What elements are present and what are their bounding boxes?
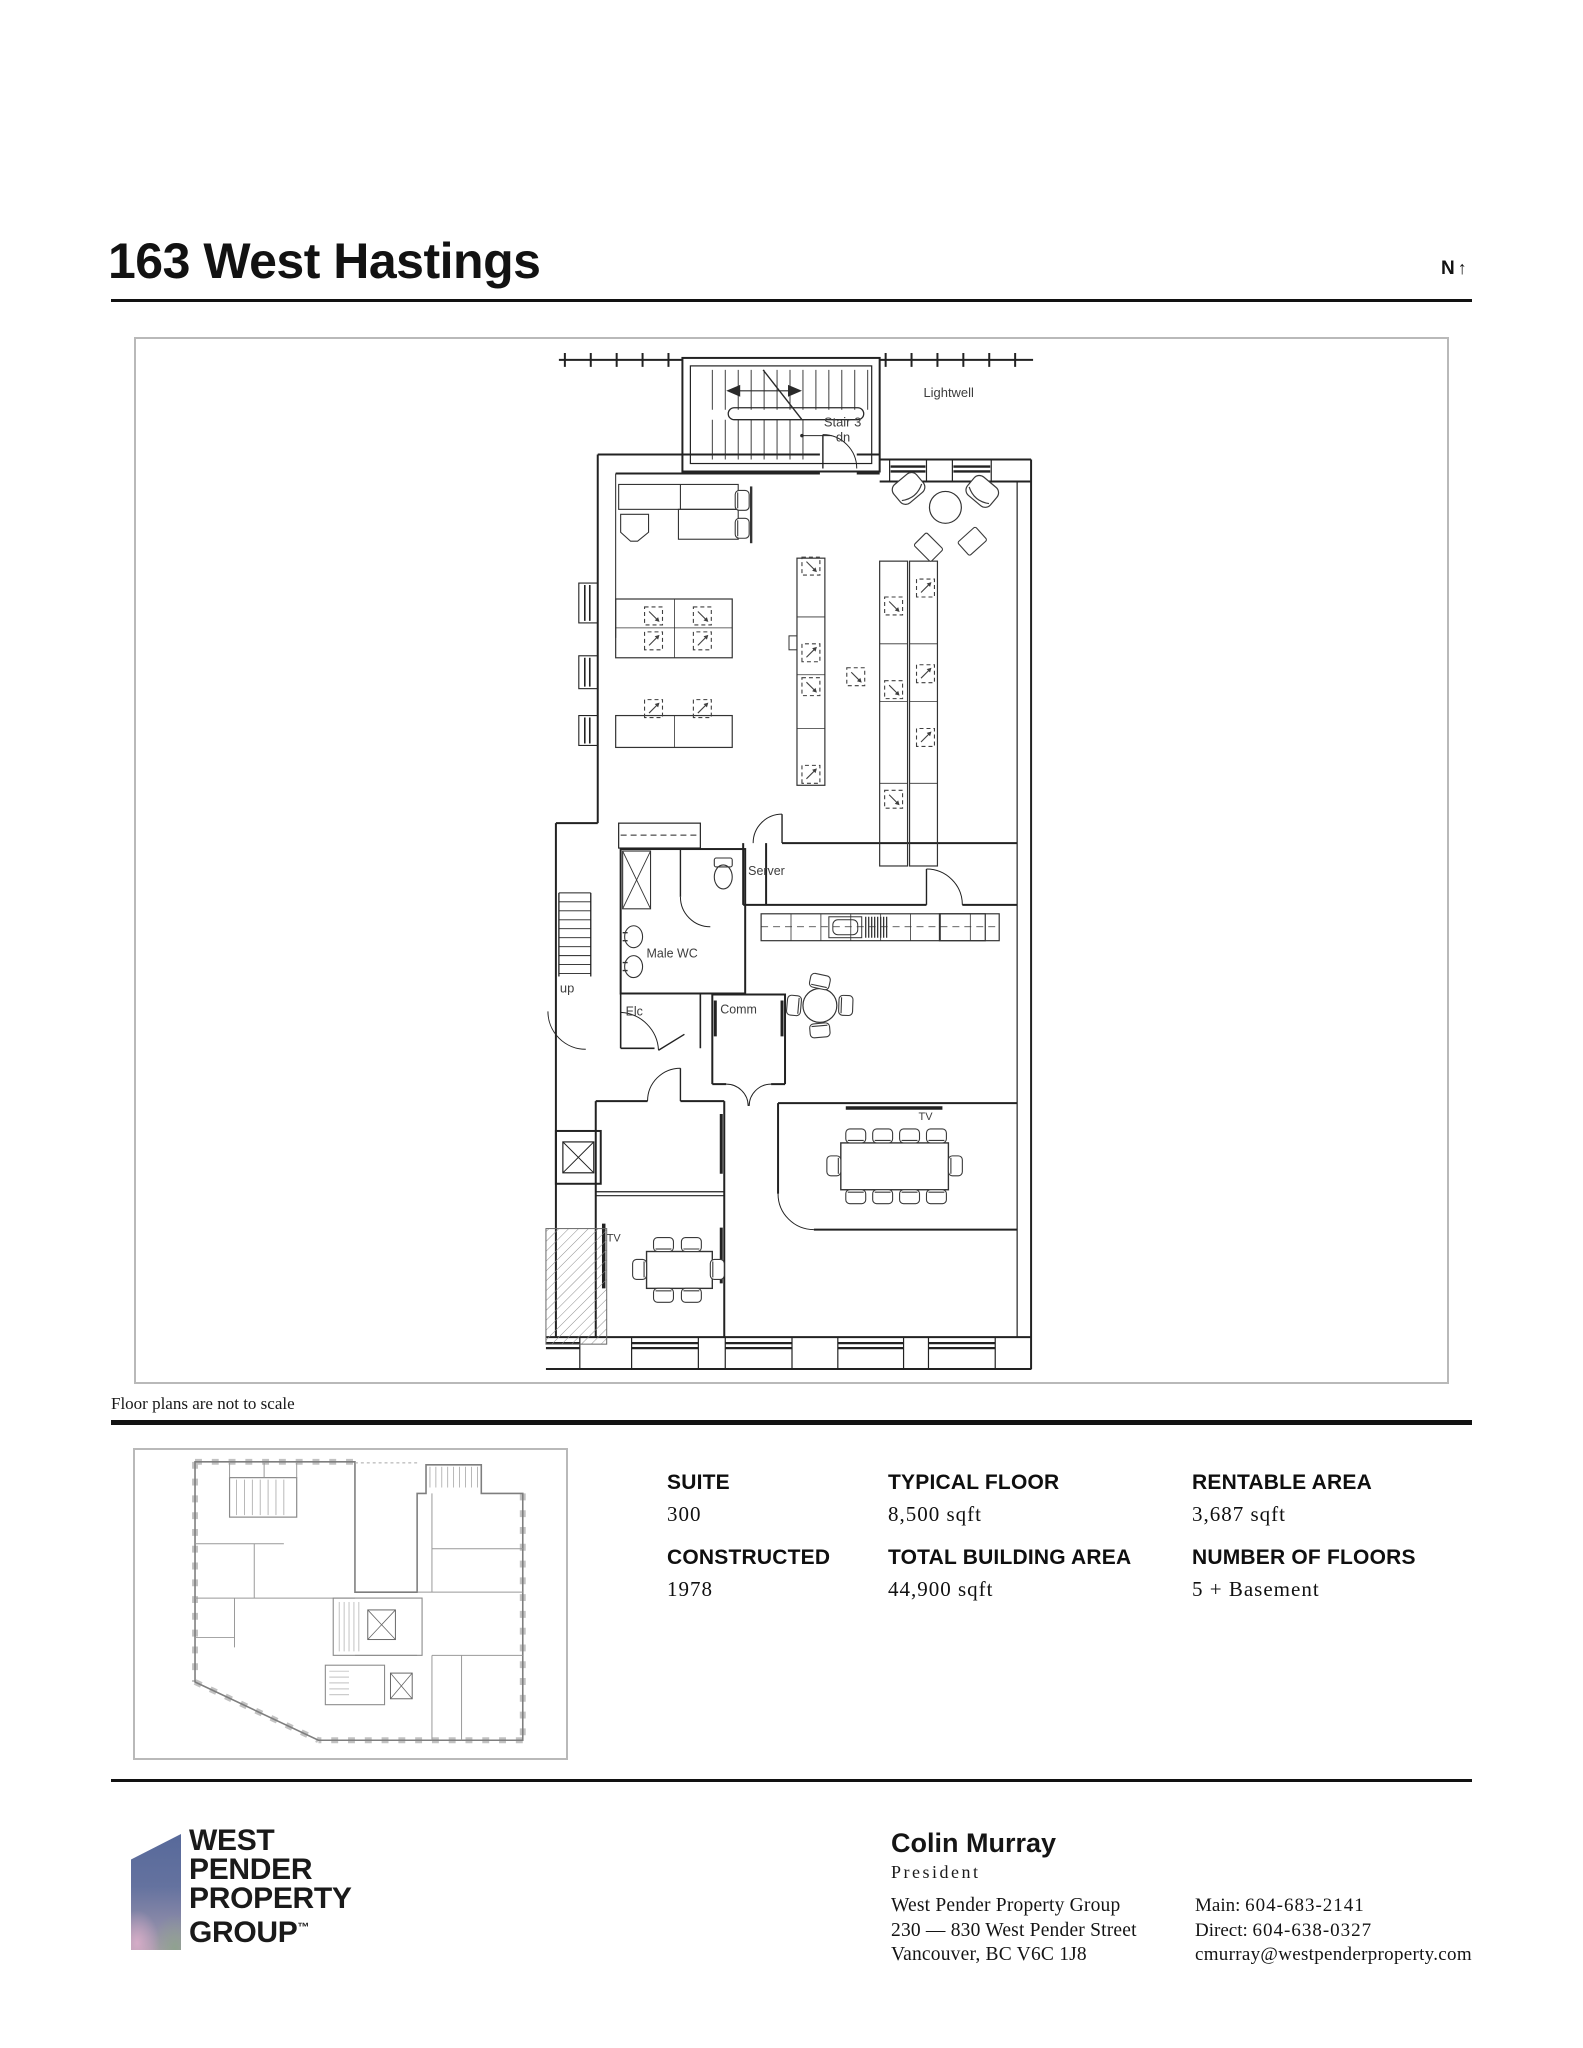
label-lightwell: Lightwell bbox=[923, 385, 973, 400]
wc-fixtures bbox=[622, 850, 733, 979]
footer-rule bbox=[111, 1779, 1472, 1782]
phone-main-line: Main: 604-683-2141 bbox=[1195, 1894, 1472, 1919]
label-server: Server bbox=[748, 864, 785, 878]
hatched-shaft bbox=[545, 1228, 608, 1345]
break-table bbox=[802, 987, 838, 1023]
label-up: up bbox=[560, 980, 574, 995]
label-elc: Elc bbox=[626, 1004, 643, 1018]
title-rule bbox=[111, 299, 1472, 302]
company-name: West Pender Property Group bbox=[891, 1895, 1121, 1916]
stat-label: RENTABLE AREA bbox=[1192, 1471, 1372, 1494]
stat-rentable-area: RENTABLE AREA 3,687 sqft bbox=[1192, 1471, 1482, 1527]
contact-name: Colin Murray bbox=[891, 1828, 1057, 1858]
stat-value: 8,500 sqft bbox=[888, 1502, 982, 1526]
plan-walls bbox=[545, 352, 1034, 1371]
company-street: 230 — 830 West Pender Street bbox=[891, 1919, 1137, 1941]
reception-desk bbox=[618, 483, 753, 544]
contact-email: cmurray@westpenderproperty.com bbox=[1195, 1944, 1472, 1965]
stat-value: 1978 bbox=[667, 1577, 713, 1601]
stat-number-of-floors: NUMBER OF FLOORS 5 + Basement bbox=[1192, 1546, 1482, 1602]
stat-typical-floor: TYPICAL FLOOR 8,500 sqft bbox=[888, 1471, 1178, 1527]
stat-value: 3,687 sqft bbox=[1192, 1502, 1286, 1526]
stair3-detail bbox=[711, 369, 869, 460]
workstations bbox=[615, 557, 939, 867]
label-tv-left: TV bbox=[607, 1233, 622, 1245]
phone-direct-number: 604-638-0327 bbox=[1252, 1919, 1373, 1941]
phone-main-label: Main: bbox=[1195, 1895, 1241, 1916]
floor-plan-svg: Lightwell Stair 3 dn Server Male WC Elc … bbox=[545, 352, 1034, 1371]
logo-line: GROUP™ bbox=[189, 1916, 310, 1949]
company-address: West Pender Property Group 230 — 830 Wes… bbox=[891, 1894, 1137, 1968]
stat-constructed: CONSTRUCTED 1978 bbox=[667, 1546, 957, 1602]
page-title: 163 West Hastings bbox=[108, 233, 541, 289]
meeting-table bbox=[645, 1250, 714, 1290]
stat-label: TYPICAL FLOOR bbox=[888, 1471, 1060, 1494]
company-logo-wordmark: WEST PENDER PROPERTY GROUP™ bbox=[189, 1824, 352, 1949]
key-plan-frame bbox=[133, 1448, 568, 1760]
plan-caption: Floor plans are not to scale bbox=[111, 1394, 295, 1413]
stat-label: CONSTRUCTED bbox=[667, 1546, 831, 1569]
stat-label: NUMBER OF FLOORS bbox=[1192, 1546, 1416, 1569]
stat-suite: SUITE 300 bbox=[667, 1471, 957, 1527]
company-city: Vancouver, BC V6C 1J8 bbox=[891, 1944, 1087, 1965]
floor-plan-frame: Lightwell Stair 3 dn Server Male WC Elc … bbox=[134, 337, 1449, 1384]
stat-value: 44,900 sqft bbox=[888, 1577, 994, 1601]
north-compass: N↑ bbox=[1441, 258, 1467, 280]
stat-label: TOTAL BUILDING AREA bbox=[888, 1546, 1132, 1569]
label-comm: Comm bbox=[720, 1002, 757, 1016]
stat-value: 5 + Basement bbox=[1192, 1577, 1320, 1601]
logo-line: WEST bbox=[189, 1824, 275, 1857]
mid-rule bbox=[111, 1420, 1472, 1425]
phone-main-number: 604-683-2141 bbox=[1245, 1895, 1365, 1916]
contact-job-title: President bbox=[891, 1862, 981, 1882]
lounge bbox=[928, 490, 962, 524]
contact-phones: Main: 604-683-2141 Direct: 604-638-0327 … bbox=[1195, 1894, 1472, 1968]
label-dn: dn bbox=[836, 430, 850, 445]
label-stair3: Stair 3 bbox=[824, 415, 861, 430]
stat-total-building-area: TOTAL BUILDING AREA 44,900 sqft bbox=[888, 1546, 1178, 1602]
logo-line: PENDER bbox=[189, 1853, 313, 1886]
key-plan-svg bbox=[192, 1458, 526, 1744]
kitchen-counter bbox=[760, 913, 1000, 942]
north-label: N bbox=[1441, 258, 1455, 279]
stat-label: SUITE bbox=[667, 1471, 730, 1494]
boardroom-table bbox=[840, 1142, 950, 1191]
phone-direct-line: Direct: 604-638-0327 bbox=[1195, 1919, 1472, 1944]
north-arrow-icon: ↑ bbox=[1457, 258, 1467, 278]
label-tv-right: TV bbox=[919, 1111, 934, 1123]
trademark-symbol: ™ bbox=[297, 1920, 310, 1934]
stat-value: 300 bbox=[667, 1502, 702, 1526]
logo-line: PROPERTY bbox=[189, 1882, 352, 1915]
phone-direct-label: Direct: bbox=[1195, 1919, 1248, 1941]
company-logo-icon bbox=[131, 1834, 181, 1950]
label-male-wc: Male WC bbox=[647, 947, 698, 961]
